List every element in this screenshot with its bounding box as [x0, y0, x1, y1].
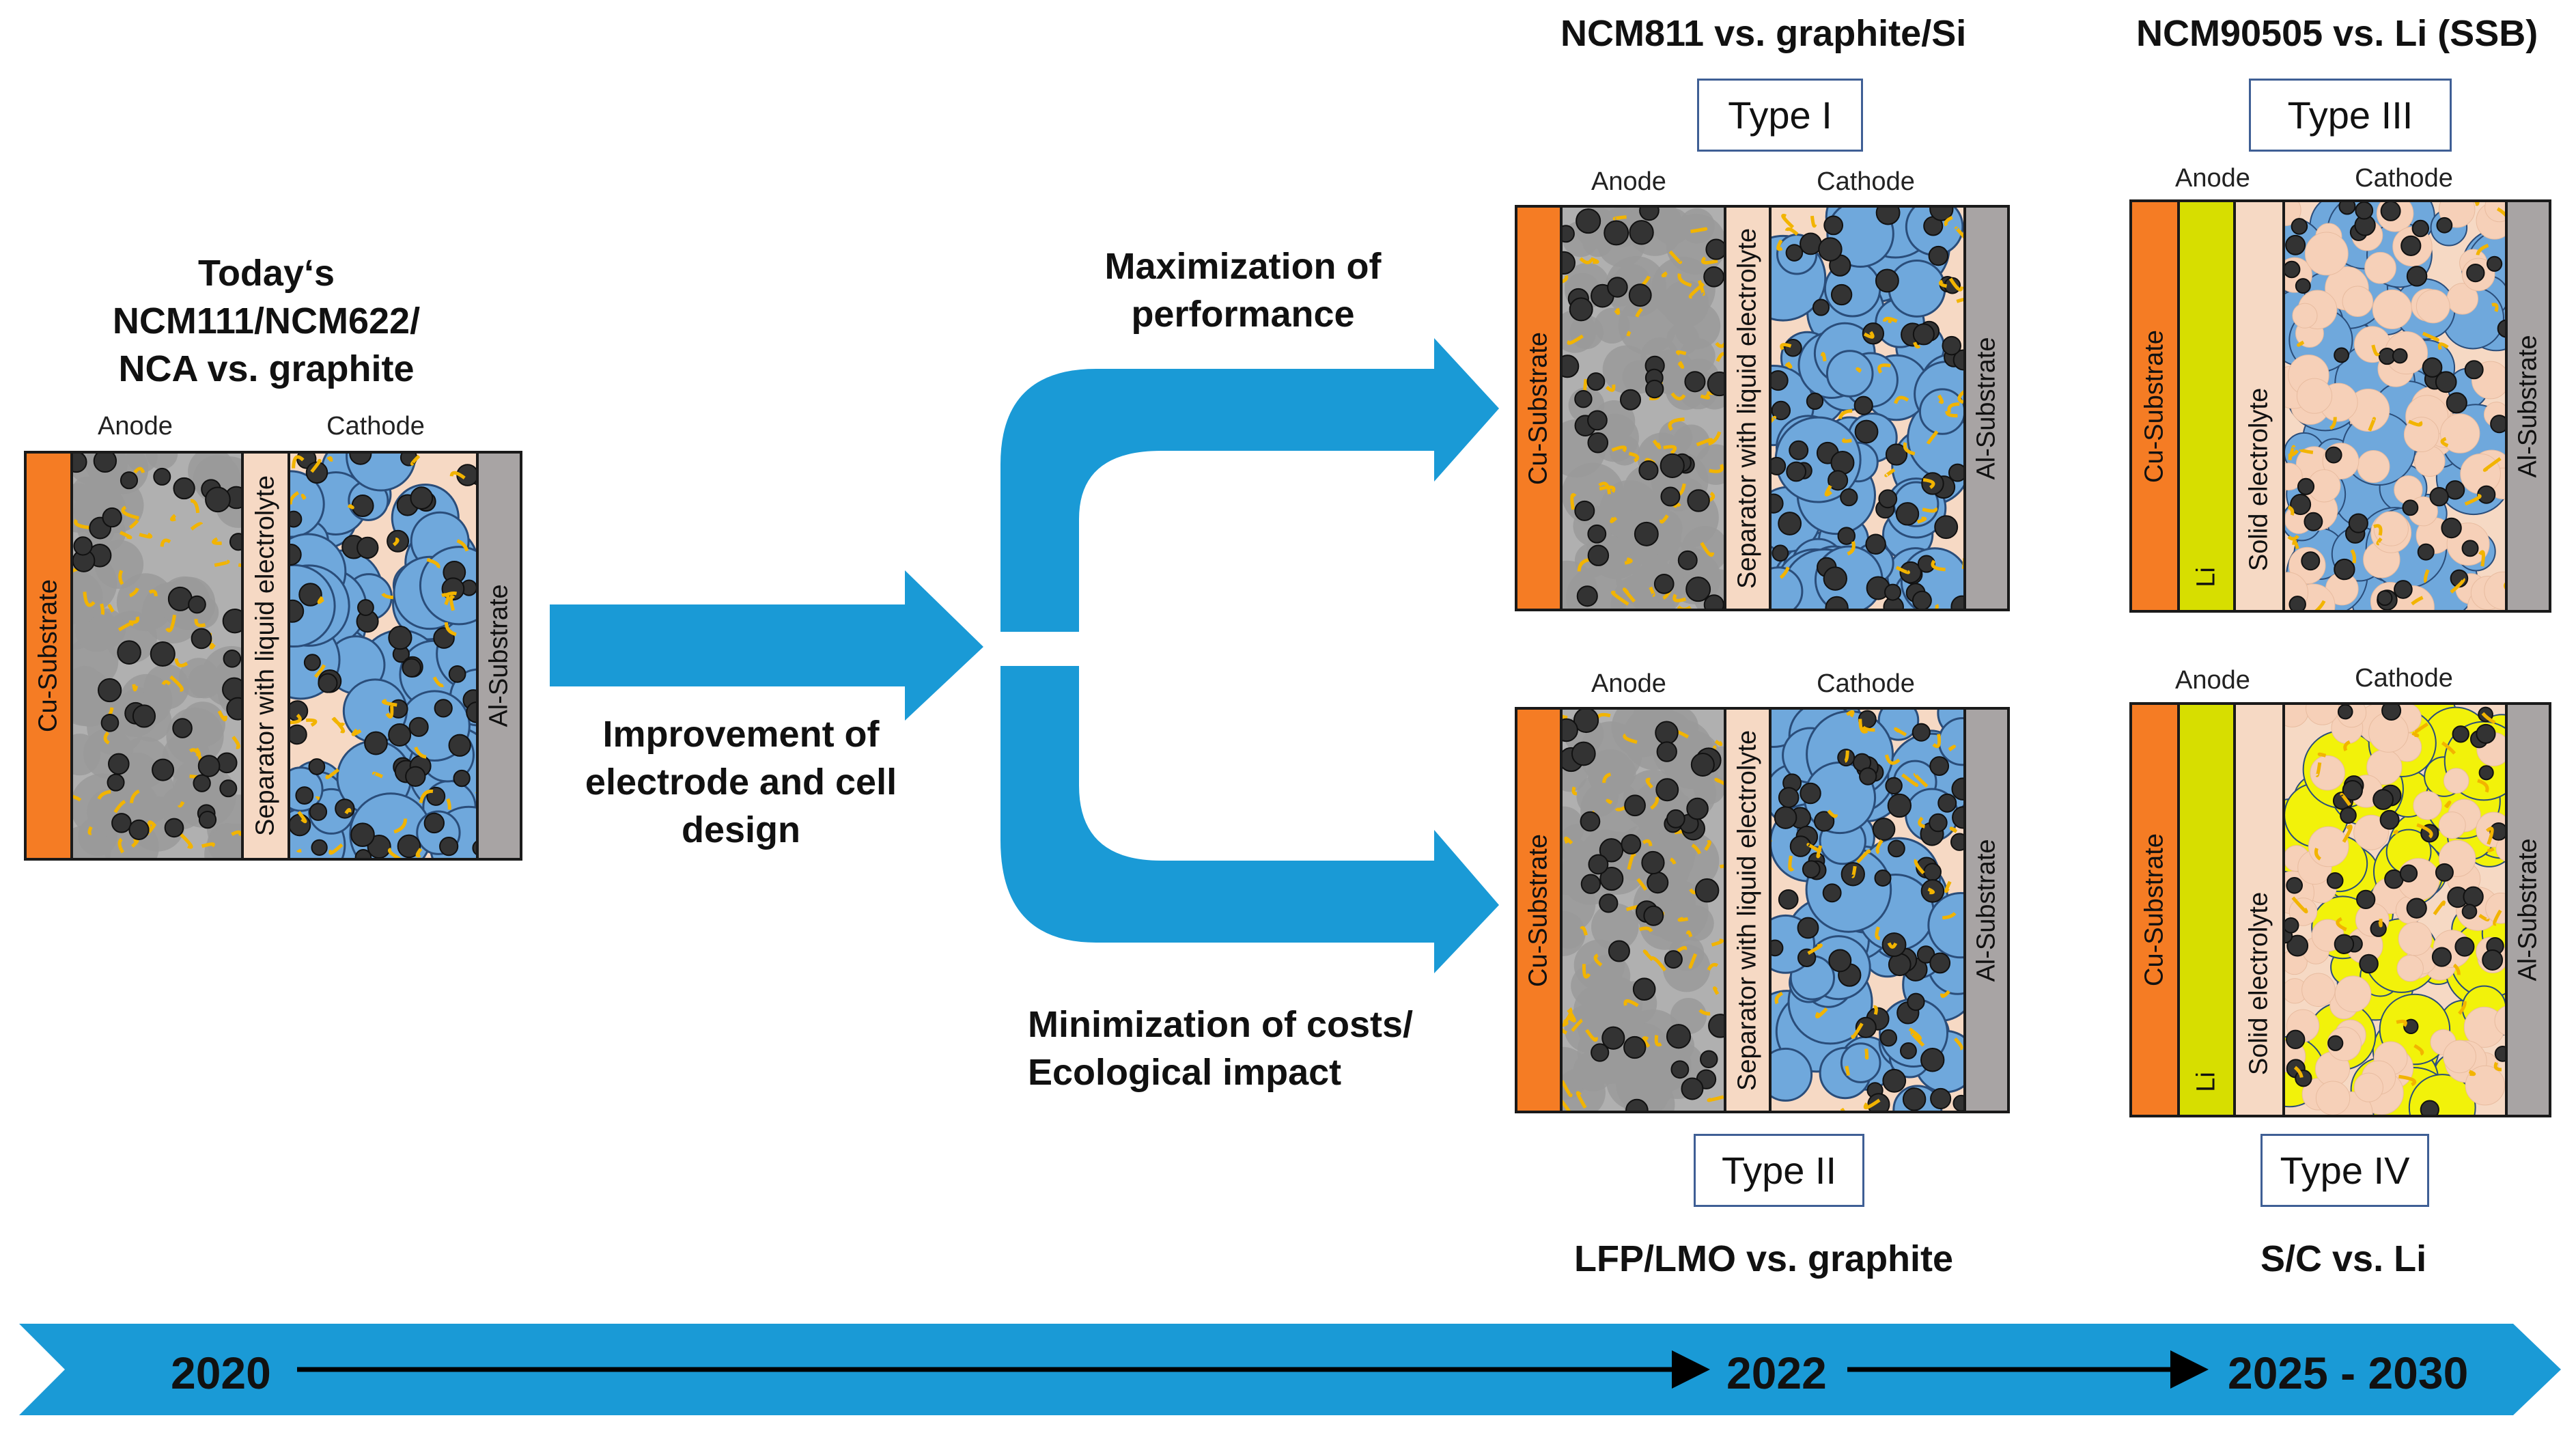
type4-anode-label: Anode [2175, 666, 2250, 695]
type3-header: NCM90505 vs. Li (SSB) [2136, 13, 2538, 54]
type4-cell: Cu-Substrate Li Solid electrolyte Al-Sub… [2129, 702, 2551, 1117]
improvement-label: Improvement of electrode and cell design [585, 714, 897, 850]
type3-al-substrate: Al-Substrate [2505, 202, 2549, 610]
upper-branch-arrow [1000, 338, 1499, 632]
type2-separator: Separator with liquid electrolyte [1726, 710, 1772, 1111]
particle-texture [1772, 710, 1966, 1111]
type1-header: NCM811 vs. graphite/Si [1560, 13, 1967, 54]
particle-texture [73, 454, 241, 858]
type4-solid-electrolyte: Solid electrolyte [2236, 705, 2285, 1115]
type4-footer: S/C vs. Li [2260, 1238, 2427, 1279]
current-cell: Cu-Substrate Separator with liquid elect… [24, 451, 522, 861]
type2-al-substrate: Al-Substrate [1963, 710, 2007, 1111]
type3-cathode-layer [2285, 202, 2510, 610]
type1-cu-substrate: Cu-Substrate [1517, 208, 1563, 609]
type4-cathode-layer [2285, 705, 2510, 1115]
year-2020: 2020 [171, 1348, 271, 1398]
timeline-bar [19, 1324, 2561, 1415]
type4-box: Type IV [2260, 1134, 2429, 1207]
particle-texture [2285, 705, 2510, 1115]
current-cell-title: Today‘s NCM111/NCM622/ NCA vs. graphite [112, 253, 421, 389]
particle-texture [1772, 208, 1966, 609]
flow-arrows [550, 338, 1499, 973]
current-cathode-layer [290, 454, 481, 858]
type4-cu-substrate: Cu-Substrate [2132, 705, 2180, 1115]
lower-branch-arrow [1000, 666, 1499, 973]
particle-texture [1563, 710, 1724, 1111]
type1-separator: Separator with liquid electrolyte [1726, 208, 1772, 609]
year-2025-2030: 2025 - 2030 [2228, 1348, 2469, 1398]
type3-box: Type III [2249, 79, 2452, 152]
current-cathode-label: Cathode [326, 412, 425, 441]
year-2022: 2022 [1726, 1348, 1827, 1398]
type2-anode-label: Anode [1591, 669, 1666, 698]
type1-cell: Cu-Substrate Separator with liquid elect… [1515, 205, 2010, 611]
type3-solid-electrolyte: Solid electrolyte [2236, 202, 2285, 610]
type2-cathode-label: Cathode [1817, 669, 1915, 698]
type3-anode-label: Anode [2175, 164, 2250, 193]
type3-li-layer: Li [2180, 202, 2236, 610]
particle-texture [2285, 202, 2510, 610]
type4-cathode-label: Cathode [2355, 664, 2453, 693]
type2-cathode-layer [1772, 710, 1966, 1111]
type2-cu-substrate: Cu-Substrate [1517, 710, 1563, 1111]
type3-cell: Cu-Substrate Li Solid electrolyte Al-Sub… [2129, 199, 2551, 613]
current-anode-layer [73, 454, 244, 858]
type1-al-substrate: Al-Substrate [1963, 208, 2007, 609]
particle-texture [290, 454, 481, 858]
current-anode-label: Anode [98, 412, 173, 441]
type1-anode-label: Anode [1591, 167, 1666, 196]
current-cu-substrate: Cu-Substrate [27, 454, 73, 858]
particle-texture [1563, 208, 1724, 609]
type1-box: Type I [1697, 79, 1863, 152]
type2-footer: LFP/LMO vs. graphite [1574, 1238, 1954, 1279]
type1-anode-layer [1563, 208, 1726, 609]
type2-anode-layer [1563, 710, 1726, 1111]
type1-cathode-layer [1772, 208, 1966, 609]
type4-li-layer: Li [2180, 705, 2236, 1115]
improvement-arrow [550, 570, 983, 721]
type2-cell: Cu-Substrate Separator with liquid elect… [1515, 707, 2010, 1113]
type2-box: Type II [1694, 1134, 1864, 1207]
minimization-label: Minimization of costs/ Ecological impact [1028, 1004, 1414, 1093]
type3-cathode-label: Cathode [2355, 164, 2453, 193]
current-al-substrate: Al-Substrate [476, 454, 520, 858]
type4-al-substrate: Al-Substrate [2505, 705, 2549, 1115]
type3-cu-substrate: Cu-Substrate [2132, 202, 2180, 610]
current-separator: Separator with liquid electrolyte [244, 454, 290, 858]
type1-cathode-label: Cathode [1817, 167, 1915, 196]
maximization-label: Maximization of performance [1104, 246, 1382, 335]
